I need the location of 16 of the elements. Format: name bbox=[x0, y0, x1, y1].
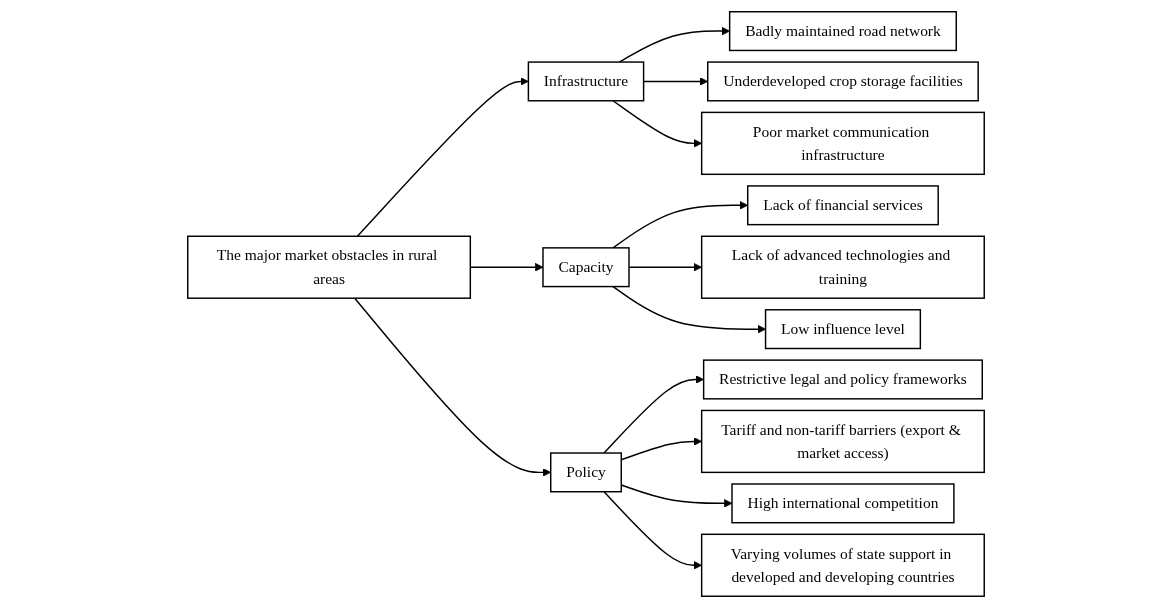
node-box: Varying volumes of state support in developed and developing countries bbox=[700, 533, 985, 597]
node-box: Infrastructure bbox=[527, 61, 645, 102]
node-box: Lack of advanced technologies and training bbox=[700, 235, 985, 299]
node-box: Tariff and non-tariff barriers (export & market access) bbox=[700, 409, 985, 474]
node-box: High international competition bbox=[731, 483, 955, 524]
node-box: Badly maintained road network bbox=[728, 11, 957, 52]
node-box: Lack of financial services bbox=[747, 185, 939, 226]
node-box: The major market obstacles in rural areas bbox=[187, 235, 472, 299]
node-box: Policy bbox=[550, 452, 622, 493]
arrow bbox=[356, 77, 529, 237]
node-box: Restrictive legal and policy frameworks bbox=[702, 359, 983, 400]
arrow bbox=[612, 285, 766, 334]
node-box: Capacity bbox=[542, 247, 630, 288]
node-box: Poor market communication infrastructure bbox=[700, 111, 985, 176]
node-box: Low influence level bbox=[764, 309, 922, 350]
node-box: Underdeveloped crop storage facilities bbox=[707, 61, 979, 102]
